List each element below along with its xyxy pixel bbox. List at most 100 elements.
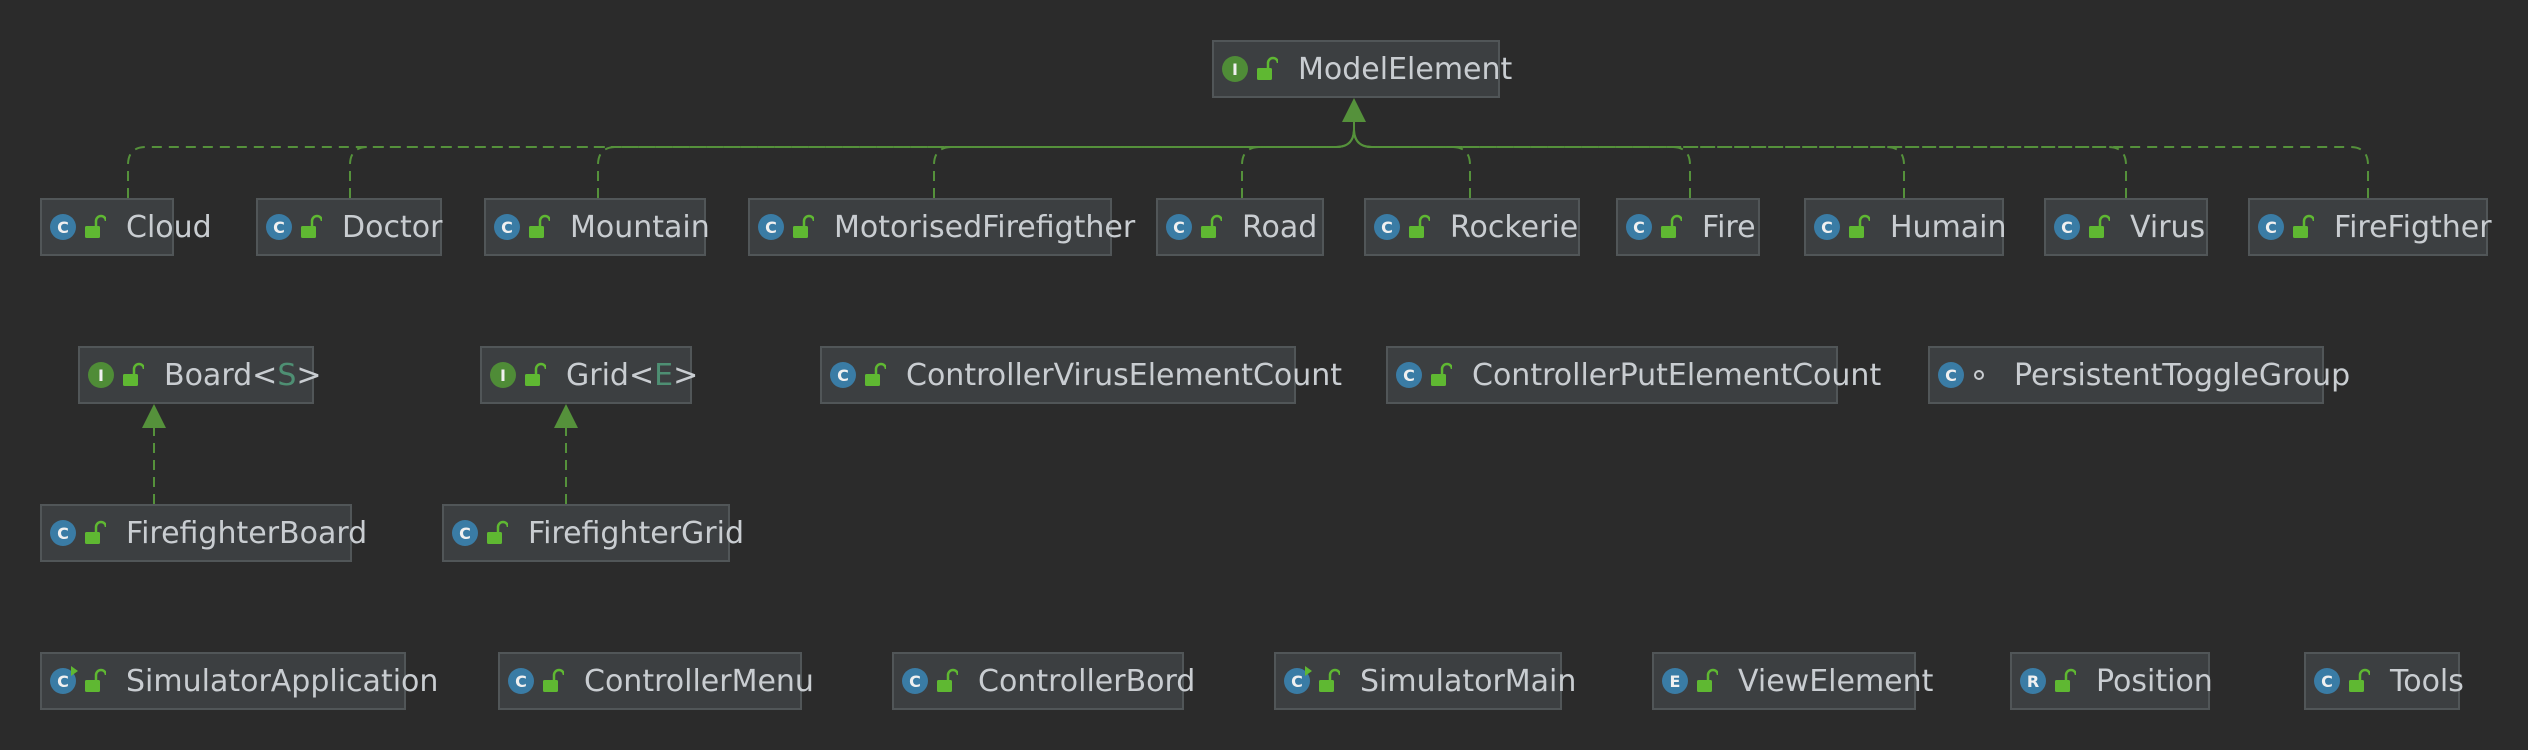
public-unlock-icon	[2290, 214, 2314, 240]
node-label: ControllerMenu	[584, 664, 814, 699]
node-name: MotorisedFirefigther	[834, 209, 1136, 245]
node-cloud[interactable]: C Cloud	[40, 198, 212, 256]
node-label: FirefighterBoard	[126, 516, 367, 551]
node-name: Humain	[1890, 209, 2007, 245]
edge-motorised-firefigther-implements-model-element	[933, 122, 1355, 198]
public-unlock-icon	[540, 668, 564, 694]
arrowhead-grid	[554, 404, 578, 428]
node-label: ViewElement	[1738, 664, 1933, 699]
public-unlock-icon	[82, 668, 106, 694]
node-label: SimulatorMain	[1360, 664, 1576, 699]
class-badge-icon: C	[1814, 214, 1840, 240]
edge-rockerie-implements-model-element	[1353, 122, 1471, 198]
class-badge-icon: C	[2258, 214, 2284, 240]
node-label: Fire	[1702, 210, 1756, 245]
type-bracket-close: >	[673, 357, 699, 393]
node-controller-put-element-count[interactable]: C ControllerPutElementCount	[1386, 346, 1881, 404]
class-badge-icon: C	[50, 214, 76, 240]
edge-virus-implements-model-element	[1353, 122, 2127, 198]
node-label: Humain	[1890, 210, 2007, 245]
node-name: Tools	[2390, 663, 2464, 699]
node-label: Board<S>	[164, 358, 322, 393]
node-name: ControllerVirusElementCount	[906, 357, 1343, 393]
public-unlock-icon	[1316, 668, 1340, 694]
class-badge-icon: C	[1396, 362, 1422, 388]
public-unlock-icon	[1254, 56, 1278, 82]
class-badge-icon: C	[452, 520, 478, 546]
edge-cloud-implements-model-element	[127, 122, 1355, 198]
public-unlock-icon	[1428, 362, 1452, 388]
node-label: ControllerVirusElementCount	[906, 358, 1342, 393]
interface-badge-icon: I	[88, 362, 114, 388]
class-badge-icon: C	[2054, 214, 2080, 240]
node-label: Mountain	[570, 210, 710, 245]
node-name: SimulatorMain	[1360, 663, 1577, 699]
edge-fire-figther-implements-model-element	[1353, 122, 2369, 198]
node-label: Rockerie	[1450, 210, 1578, 245]
node-name: ControllerPutElementCount	[1472, 357, 1882, 393]
public-unlock-icon	[2346, 668, 2370, 694]
edge-mountain-implements-model-element	[597, 122, 1355, 198]
arrowhead-board	[142, 404, 166, 428]
class-badge-icon: C	[508, 668, 534, 694]
public-unlock-icon	[1658, 214, 1682, 240]
public-unlock-icon	[1406, 214, 1430, 240]
node-controller-menu[interactable]: C ControllerMenu	[498, 652, 814, 710]
edge-road-implements-model-element	[1241, 122, 1355, 198]
node-tools[interactable]: C Tools	[2304, 652, 2464, 710]
node-name: ControllerBord	[978, 663, 1196, 699]
node-name: Grid	[566, 357, 629, 393]
node-persistent-toggle-group[interactable]: C PersistentToggleGroup	[1928, 346, 2350, 404]
edge-doctor-implements-model-element	[349, 122, 1355, 198]
node-label: FirefighterGrid	[528, 516, 744, 551]
class-badge-icon: C	[2314, 668, 2340, 694]
node-fire-figther[interactable]: C FireFigther	[2248, 198, 2492, 256]
record-badge-icon: R	[2020, 668, 2046, 694]
node-name: Mountain	[570, 209, 710, 245]
node-name: Road	[1242, 209, 1318, 245]
package-private-icon	[1970, 362, 1994, 388]
node-firefighter-grid[interactable]: C FirefighterGrid	[442, 504, 744, 562]
node-motorised-firefigther[interactable]: C MotorisedFirefigther	[748, 198, 1135, 256]
node-name: FireFigther	[2334, 209, 2492, 245]
node-humain[interactable]: C Humain	[1804, 198, 2007, 256]
node-name: PersistentToggleGroup	[2014, 357, 2351, 393]
class-badge-icon: C	[1938, 362, 1964, 388]
class-badge-icon: C	[758, 214, 784, 240]
public-unlock-icon	[790, 214, 814, 240]
class-badge-icon: C	[1626, 214, 1652, 240]
node-simulator-main[interactable]: C SimulatorMain	[1274, 652, 1576, 710]
interface-badge-icon: I	[1222, 56, 1248, 82]
node-label: Tools	[2390, 664, 2464, 699]
runnable-badge-icon: C	[1284, 666, 1312, 694]
node-name: SimulatorApplication	[126, 663, 439, 699]
node-label: ControllerPutElementCount	[1472, 358, 1881, 393]
runnable-badge-icon: C	[50, 666, 78, 694]
interface-badge-icon: I	[490, 362, 516, 388]
node-label: PersistentToggleGroup	[2014, 358, 2350, 393]
node-name: Rockerie	[1450, 209, 1579, 245]
node-simulator-application[interactable]: C SimulatorApplication	[40, 652, 438, 710]
node-name: ControllerMenu	[584, 663, 814, 699]
class-badge-icon: C	[266, 214, 292, 240]
node-board[interactable]: I Board<S>	[78, 346, 322, 404]
public-unlock-icon	[2086, 214, 2110, 240]
node-fire[interactable]: C Fire	[1616, 198, 1760, 256]
node-name: Board	[164, 357, 253, 393]
public-unlock-icon	[522, 362, 546, 388]
node-label: Cloud	[126, 210, 212, 245]
node-label: SimulatorApplication	[126, 664, 438, 699]
node-virus[interactable]: C Virus	[2044, 198, 2208, 256]
node-label: Virus	[2130, 210, 2205, 245]
